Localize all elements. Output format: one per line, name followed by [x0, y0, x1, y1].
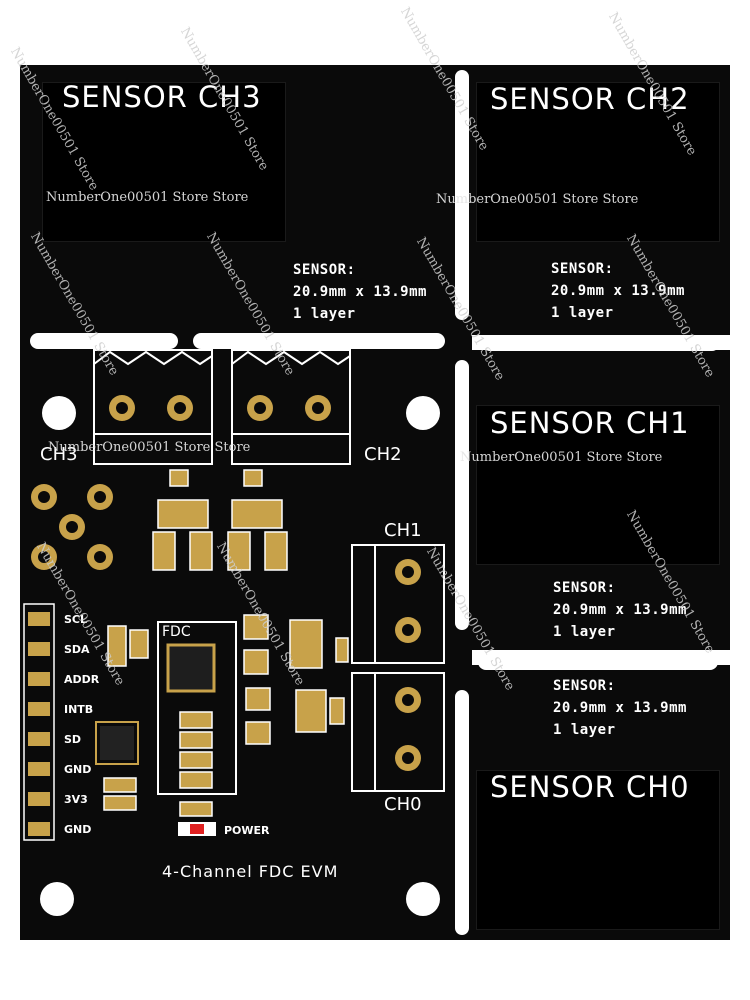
sensor-pad-ch0	[476, 770, 720, 930]
chip-label: FDC	[162, 624, 191, 640]
sensor-title-ch2: SENSOR CH2	[490, 82, 690, 116]
pin-label-intb: INTB	[64, 703, 94, 716]
spec-block: SENSOR: 20.9mm x 13.9mm 1 layer	[553, 675, 687, 741]
spec-size: 20.9mm x 13.9mm	[551, 283, 685, 299]
pin-label-addr: ADDR	[64, 673, 100, 686]
cutout-slot	[478, 654, 718, 670]
mount-hole	[406, 882, 440, 916]
spec-label: SENSOR:	[553, 580, 616, 596]
connector-label-ch0: CH0	[384, 794, 422, 815]
sensor-title-ch3: SENSOR CH3	[62, 80, 262, 114]
connector-label-ch3: CH3	[40, 444, 78, 465]
pin-label-gnd: GND	[64, 763, 92, 776]
spec-label: SENSOR:	[293, 262, 356, 278]
pin-label-sd: SD	[64, 733, 82, 746]
spec-block: SENSOR: 20.9mm x 13.9mm 1 layer	[553, 577, 687, 643]
pin-label-sda: SDA	[64, 643, 90, 656]
watermark: NumberOne00501 Store Store	[436, 192, 639, 207]
connector-label-ch1: CH1	[384, 520, 422, 541]
spec-layers: 1 layer	[553, 722, 616, 738]
spec-label: SENSOR:	[553, 678, 616, 694]
cutout-slot	[455, 360, 469, 630]
cutout-slot	[455, 70, 469, 320]
pin-label-scl: SCL	[64, 613, 88, 626]
cutout-slot	[30, 333, 178, 349]
spec-layers: 1 layer	[293, 306, 356, 322]
watermark: NumberOne00501 Store Store	[460, 450, 663, 465]
spec-size: 20.9mm x 13.9mm	[553, 700, 687, 716]
power-label: POWER	[224, 824, 270, 837]
spec-size: 20.9mm x 13.9mm	[553, 602, 687, 618]
cutout-slot	[482, 335, 720, 351]
cutout-slot	[455, 690, 469, 935]
sensor-pad-ch2	[476, 82, 720, 242]
spec-block: SENSOR: 20.9mm x 13.9mm 1 layer	[293, 259, 427, 325]
pin-label-gnd: GND	[64, 823, 92, 836]
sensor-pad-ch3	[42, 82, 286, 242]
connector-label-ch2: CH2	[364, 444, 402, 465]
watermark: NumberOne00501 Store Store	[46, 190, 249, 205]
spec-label: SENSOR:	[551, 261, 614, 277]
sensor-title-ch1: SENSOR CH1	[490, 406, 690, 440]
board-title: 4-Channel FDC EVM	[162, 862, 339, 881]
mount-hole	[406, 396, 440, 430]
spec-block: SENSOR: 20.9mm x 13.9mm 1 layer	[551, 258, 685, 324]
sensor-pad-ch1	[476, 405, 720, 565]
mount-hole	[40, 882, 74, 916]
spec-size: 20.9mm x 13.9mm	[293, 284, 427, 300]
spec-layers: 1 layer	[551, 305, 614, 321]
cutout-slot	[193, 333, 445, 349]
mount-hole	[42, 396, 76, 430]
sensor-title-ch0: SENSOR CH0	[490, 770, 690, 804]
pin-label-3v3: 3V3	[64, 793, 88, 806]
watermark: NumberOne00501 Store Store	[48, 440, 251, 455]
spec-layers: 1 layer	[553, 624, 616, 640]
